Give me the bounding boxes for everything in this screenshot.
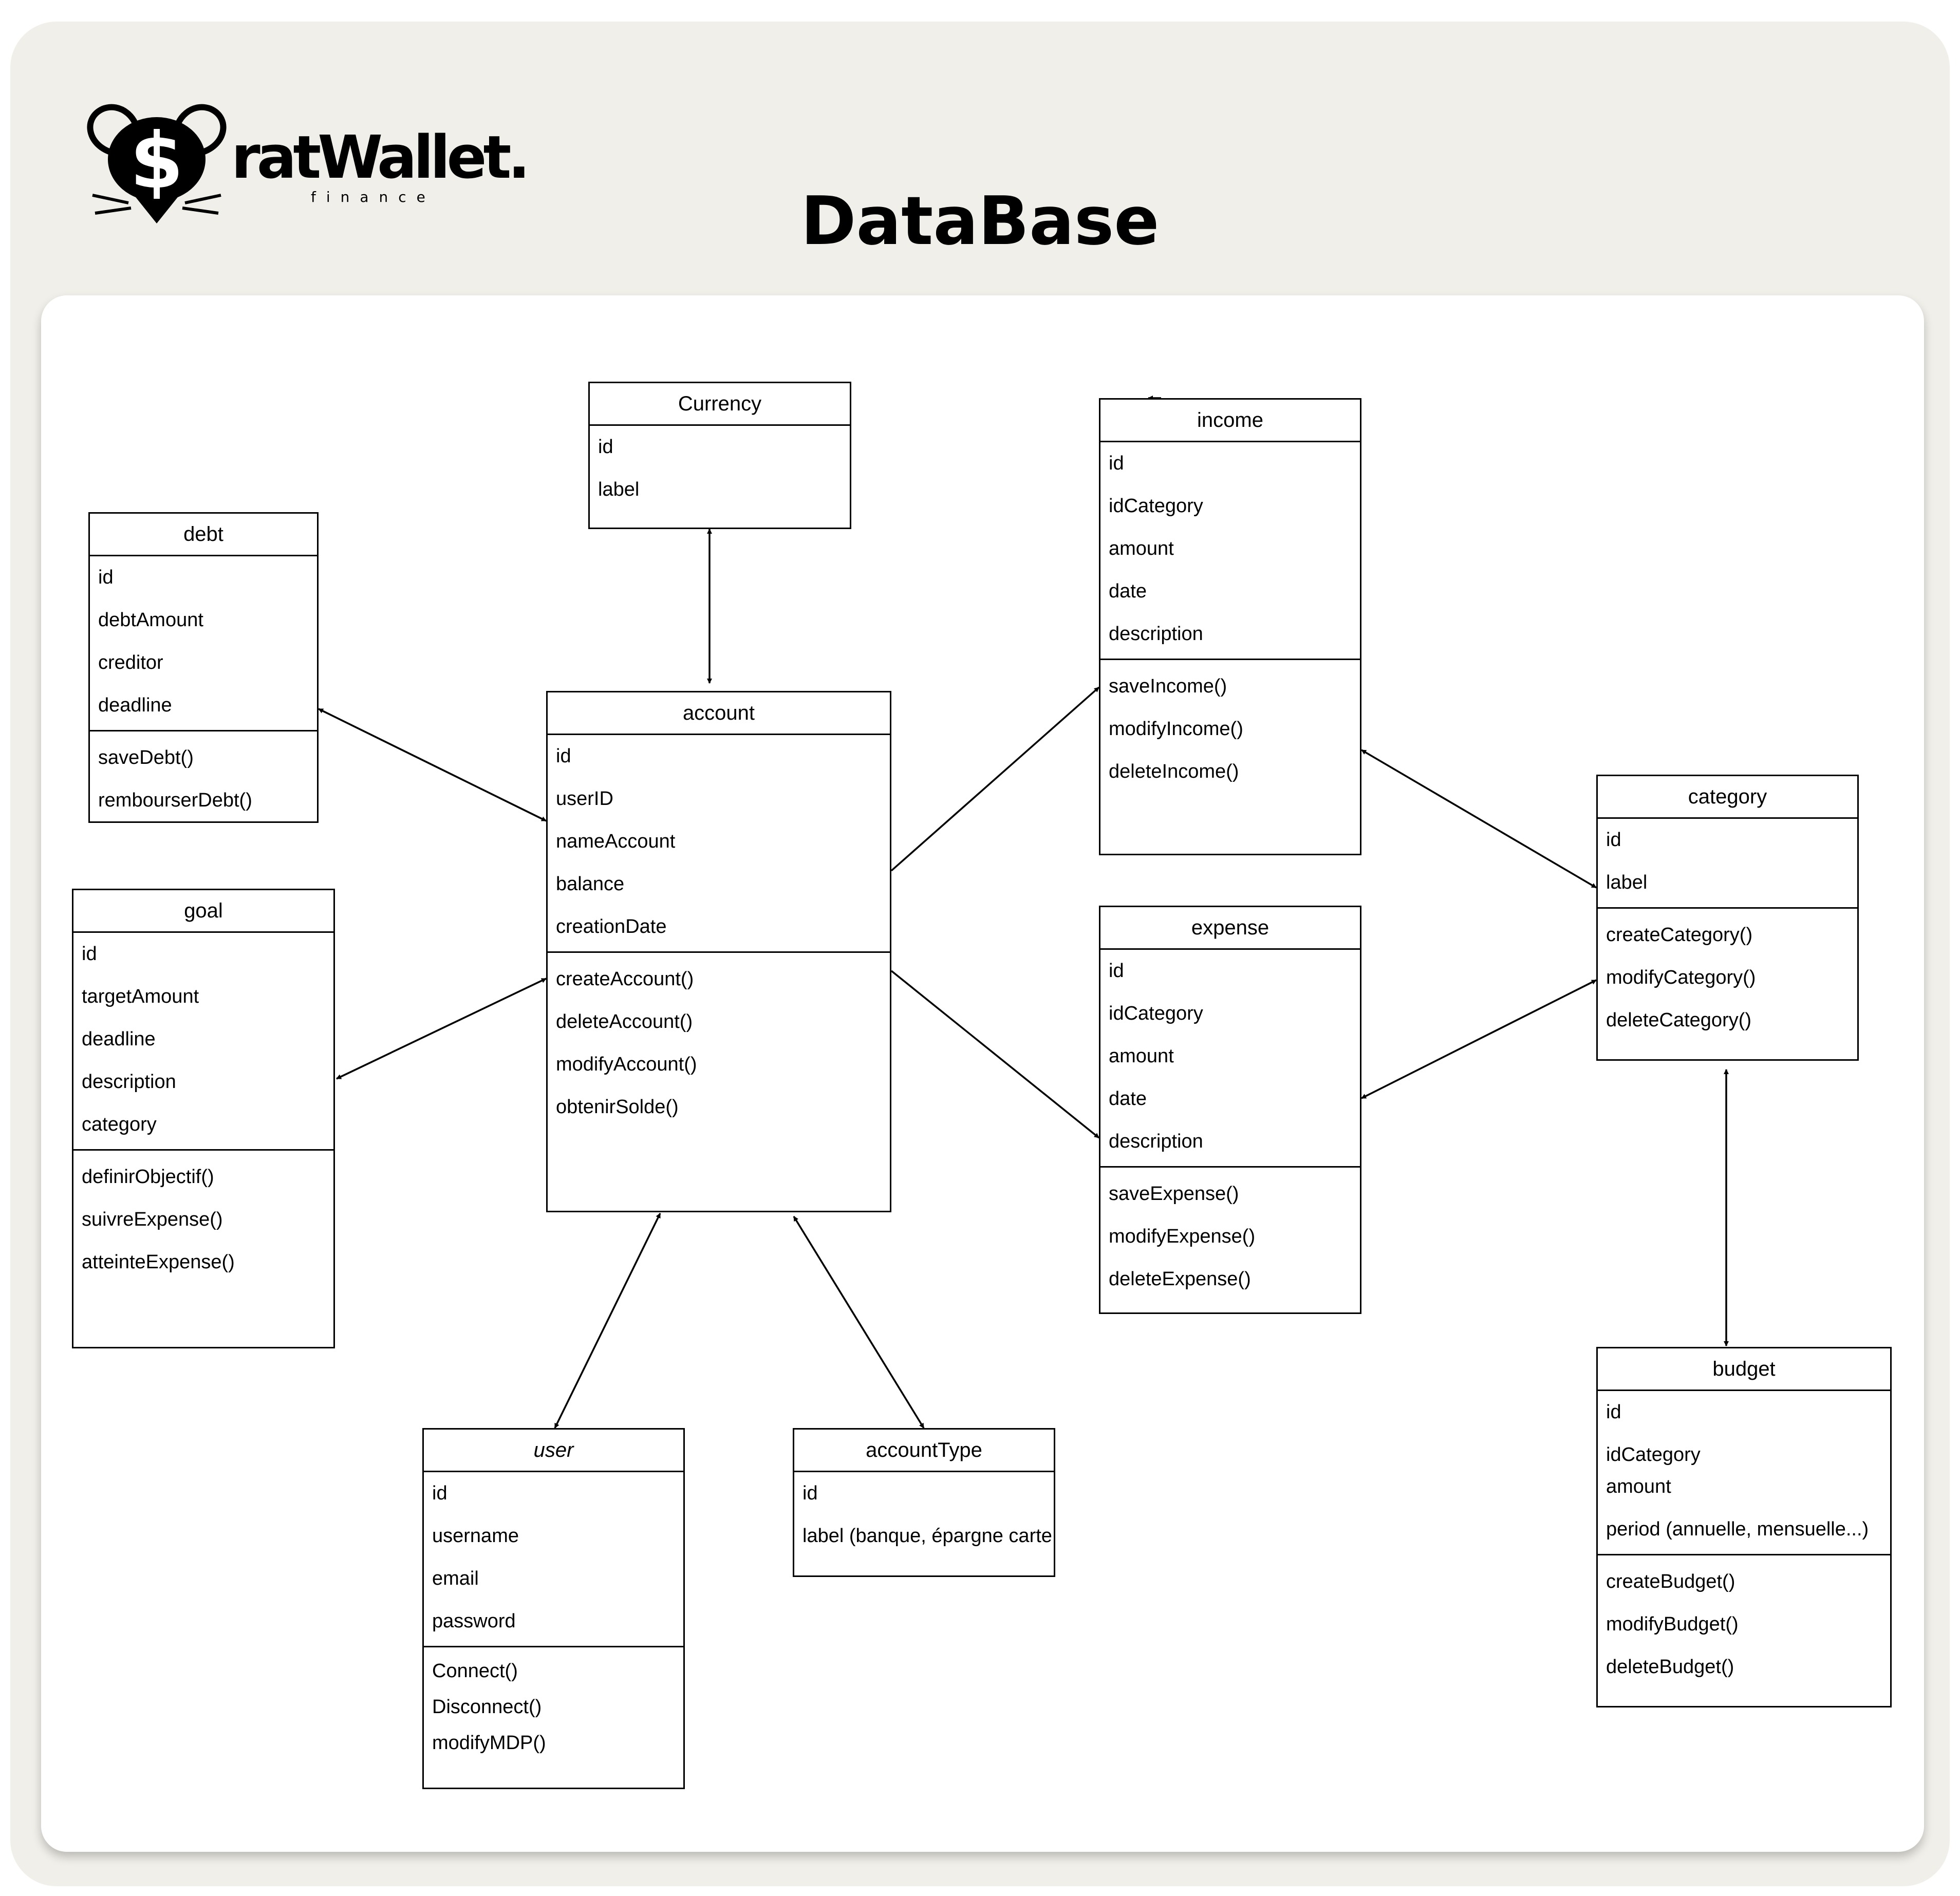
brand-tagline: finance — [311, 189, 436, 205]
attribute: category — [82, 1114, 157, 1135]
attribute: idCategory — [1606, 1444, 1701, 1466]
attribute: id — [598, 436, 613, 458]
attribute: id — [1606, 829, 1621, 851]
attribute: date — [1109, 580, 1147, 602]
relation-income-category — [1361, 749, 1597, 889]
method: modifyAccount() — [556, 1054, 697, 1075]
method: saveExpense() — [1109, 1183, 1239, 1205]
class-title: expense — [1100, 907, 1360, 950]
attribute: period (annuelle, mensuelle...) — [1606, 1518, 1869, 1540]
attribute: debtAmount — [98, 609, 203, 631]
attribute: idCategory — [1109, 1003, 1203, 1024]
page-title: DataBase — [800, 182, 1160, 260]
relation-expense-category — [1361, 979, 1597, 1099]
attribute: userID — [556, 788, 613, 810]
method: createCategory() — [1606, 924, 1753, 946]
class-debt: debt id debtAmount creditor deadline sav… — [88, 512, 319, 823]
attribute: date — [1109, 1088, 1147, 1110]
method: Disconnect() — [432, 1696, 542, 1718]
class-title: debt — [90, 514, 317, 556]
class-income: income id idCategory amount date descrip… — [1099, 398, 1361, 855]
method: deleteExpense() — [1109, 1268, 1251, 1290]
relation-goal-account — [336, 978, 547, 1080]
method: modifyIncome() — [1109, 718, 1243, 740]
class-category: category id label createCategory() modif… — [1596, 775, 1859, 1061]
class-expense: expense id idCategory amount date descri… — [1099, 906, 1361, 1314]
class-title: account — [548, 692, 890, 735]
class-goal: goal id targetAmount deadline descriptio… — [72, 889, 335, 1348]
attribute: idCategory — [1109, 495, 1203, 517]
method: modifyExpense() — [1109, 1226, 1256, 1247]
relation-account-user — [554, 1213, 661, 1429]
attribute: description — [1109, 623, 1203, 645]
attribute: description — [1109, 1131, 1203, 1152]
attribute: id — [1109, 960, 1124, 982]
attribute: password — [432, 1610, 516, 1632]
attribute: label — [598, 479, 640, 500]
relation-account-accountType — [793, 1216, 925, 1429]
method: modifyBudget() — [1606, 1613, 1739, 1635]
class-account: account id userID nameAccount balance cr… — [546, 691, 891, 1212]
class-title: budget — [1598, 1348, 1890, 1391]
attribute: id — [802, 1482, 818, 1504]
attribute: username — [432, 1525, 519, 1547]
method: suivreExpense() — [82, 1209, 223, 1230]
attribute: balance — [556, 873, 625, 895]
attribute: creationDate — [556, 916, 667, 937]
method: obtenirSolde() — [556, 1096, 679, 1118]
relation-account-expense — [890, 970, 1100, 1139]
method: createAccount() — [556, 968, 694, 990]
method: Connect() — [432, 1660, 518, 1682]
class-accountType: accountType id label (banque, épargne ca… — [793, 1428, 1055, 1577]
method: atteinteExpense() — [82, 1251, 235, 1273]
attribute: nameAccount — [556, 831, 676, 852]
attribute: email — [432, 1568, 479, 1589]
class-title: goal — [73, 890, 333, 933]
method: deleteBudget() — [1606, 1656, 1734, 1678]
class-title: user — [424, 1430, 683, 1472]
attribute: creditor — [98, 652, 163, 673]
attribute: id — [98, 567, 114, 588]
class-title: accountType — [794, 1430, 1054, 1472]
rat-logo-icon: $ — [87, 104, 227, 223]
class-currency: Currency id label — [588, 382, 851, 529]
brand-name: ratWallet. — [231, 123, 530, 192]
attribute: deadline — [82, 1028, 156, 1050]
attribute: amount — [1606, 1476, 1671, 1497]
relation-debt-account — [318, 708, 547, 822]
attribute: id — [82, 943, 97, 965]
method: deleteCategory() — [1606, 1009, 1752, 1031]
class-title: Currency — [590, 383, 850, 426]
attribute: deadline — [98, 694, 172, 716]
method: modifyCategory() — [1606, 967, 1756, 988]
method: modifyMDP() — [432, 1732, 546, 1754]
method: deleteAccount() — [556, 1011, 693, 1033]
class-budget: budget id idCategory amount period (annu… — [1596, 1347, 1892, 1707]
class-title: category — [1598, 776, 1857, 819]
attribute: id — [556, 745, 571, 767]
attribute: label (banque, épargne carte — [802, 1525, 1052, 1547]
method: rembourserDebt() — [98, 790, 252, 811]
method: saveDebt() — [98, 747, 194, 768]
attribute: amount — [1109, 538, 1174, 559]
attribute: label — [1606, 872, 1648, 893]
method: definirObjectif() — [82, 1166, 214, 1188]
attribute: amount — [1109, 1045, 1174, 1067]
attribute: id — [432, 1482, 447, 1504]
class-user: user id username email password Connect(… — [422, 1428, 685, 1789]
method: saveIncome() — [1109, 675, 1227, 697]
attribute: id — [1606, 1401, 1621, 1423]
attribute: id — [1109, 453, 1124, 474]
class-title: income — [1100, 400, 1360, 442]
method: createBudget() — [1606, 1571, 1735, 1592]
method: deleteIncome() — [1109, 761, 1239, 782]
attribute: targetAmount — [82, 986, 199, 1007]
svg-text:$: $ — [130, 117, 183, 206]
relation-account-income — [890, 686, 1100, 872]
attribute: description — [82, 1071, 176, 1093]
